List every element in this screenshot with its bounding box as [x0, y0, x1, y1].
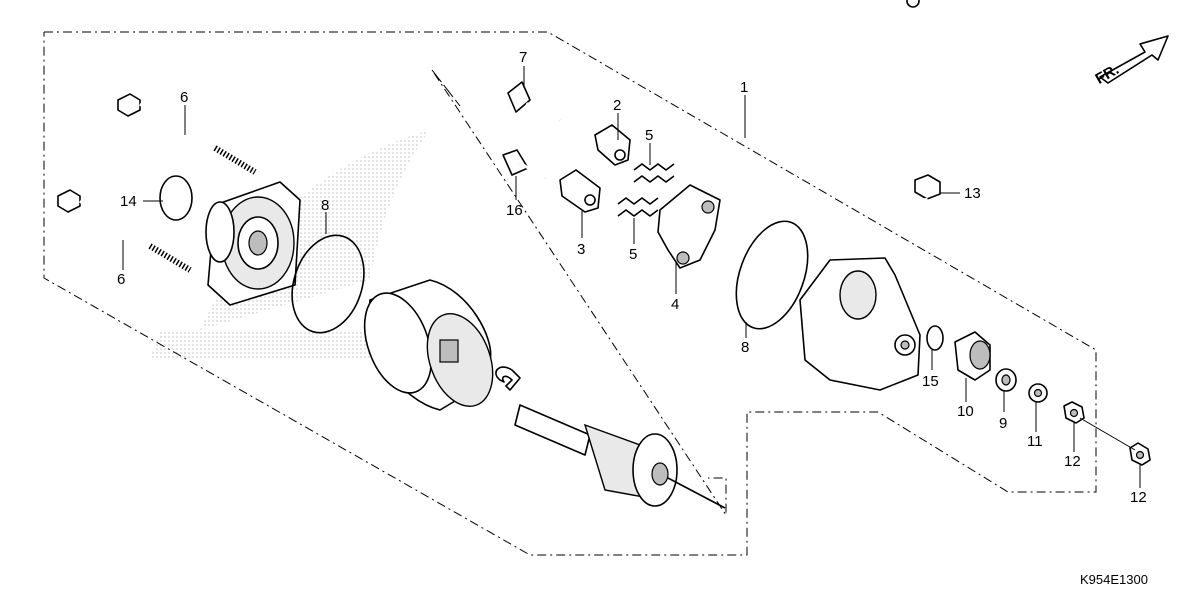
brush-holder-upper: [594, 124, 631, 166]
callout-15: 15: [922, 373, 939, 390]
callout-6-upper: 6: [180, 89, 188, 106]
callout-5-upper: 5: [645, 127, 653, 144]
nut-outer: [1129, 442, 1151, 466]
o-ring-rear: [735, 220, 809, 330]
callout-10: 10: [957, 403, 974, 420]
shaft-axis-line: [1079, 417, 1136, 451]
callout-16: 16: [506, 202, 523, 219]
callout-8-rear: 8: [741, 339, 749, 356]
callout-14: 14: [120, 193, 137, 210]
flange-bolt: [914, 174, 941, 232]
o-ring-front: [291, 234, 365, 334]
brush-spring-lower: [617, 197, 659, 217]
armature: [514, 404, 726, 509]
o-ring-small: [159, 175, 193, 221]
callout-4: 4: [671, 296, 679, 313]
callout-2: 2: [613, 97, 621, 114]
clip: [495, 366, 521, 391]
callout-9: 9: [999, 415, 1007, 432]
assembly-boundary-inner: [431, 69, 727, 517]
brush-holder-lower: [559, 169, 601, 213]
callout-12-outer: 12: [1130, 489, 1147, 506]
front-direction-arrow-icon: FR.: [1093, 35, 1169, 88]
drawing-code: K954E1300: [1080, 572, 1148, 587]
callout-13: 13: [964, 185, 981, 202]
terminal-stud: [502, 149, 546, 180]
rear-cover: [799, 257, 921, 391]
through-bolt-upper: [117, 93, 257, 175]
leader-lines: [122, 66, 1141, 488]
callout-3: 3: [577, 241, 585, 258]
callout-7: 7: [519, 49, 527, 66]
front-direction-label: FR.: [1093, 61, 1122, 88]
callout-1: 1: [740, 79, 748, 96]
brush-spring-upper: [633, 163, 675, 183]
through-bolt-lower: [57, 189, 192, 273]
reference-mark-icon: [906, 0, 920, 8]
nut-inner: [1063, 401, 1085, 424]
assembly-boundary-outer: [43, 31, 1097, 556]
circlip: [926, 325, 944, 351]
front-cover: [205, 181, 301, 306]
callout-5-lower: 5: [629, 246, 637, 263]
callout-8-front: 8: [321, 197, 329, 214]
terminal-bolt: [507, 81, 561, 122]
callout-6-lower: 6: [117, 271, 125, 288]
callout-11: 11: [1027, 433, 1043, 450]
yoke-housing: [363, 279, 494, 411]
callout-12-inner: 12: [1064, 453, 1081, 470]
gear: [954, 331, 991, 381]
